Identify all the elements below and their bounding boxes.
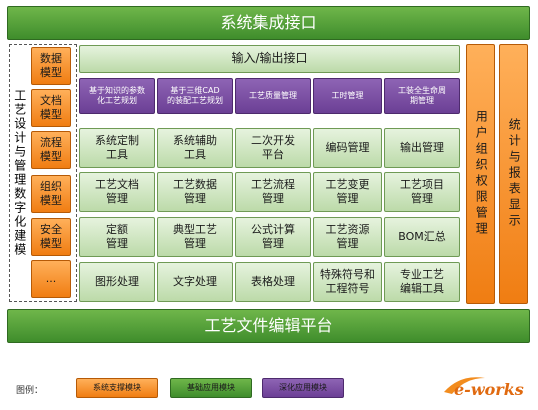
process-project-management: 工艺项目 管理 bbox=[384, 172, 460, 212]
organization-model-box: 组织 模型 bbox=[31, 175, 71, 213]
more-models-box: ... bbox=[31, 260, 71, 298]
document-model-box: 文档 模型 bbox=[31, 89, 71, 127]
eworks-logo: e-works bbox=[440, 372, 530, 404]
knowledge-param-process-planning: 基于知识的参数 化工艺规划 bbox=[79, 78, 155, 114]
process-data-management: 工艺数据 管理 bbox=[157, 172, 233, 212]
quota-management: 定额 管理 bbox=[79, 217, 155, 257]
professional-process-edit-tool: 专业工艺 编辑工具 bbox=[384, 262, 460, 302]
process-file-editing-platform: 工艺文件编辑平台 bbox=[7, 309, 530, 343]
output-management: 输出管理 bbox=[384, 128, 460, 168]
typical-process-management: 典型工艺 管理 bbox=[157, 217, 233, 257]
modeling-vertical-label: 工艺设计与管理数字化建模 bbox=[12, 89, 27, 257]
process-change-management: 工艺变更 管理 bbox=[313, 172, 382, 212]
system-auxiliary-tool: 系统辅助 工具 bbox=[157, 128, 233, 168]
data-model-box: 数据 模型 bbox=[31, 47, 71, 85]
formula-calc-management: 公式计算 管理 bbox=[235, 217, 311, 257]
statistics-report-display: 统计与报表显示 bbox=[499, 44, 528, 304]
legend-basic-module: 基础应用模块 bbox=[170, 378, 252, 398]
secondary-dev-platform: 二次开发 平台 bbox=[235, 128, 311, 168]
system-integration-banner: 系统集成接口 bbox=[7, 6, 530, 40]
legend-advanced-module: 深化应用模块 bbox=[262, 378, 344, 398]
system-integration-label: 系统集成接口 bbox=[220, 12, 317, 32]
work-hour-management: 工时管理 bbox=[313, 78, 382, 114]
text-processing: 文字处理 bbox=[157, 262, 233, 302]
modeling-group bbox=[9, 44, 77, 302]
3d-cad-assembly-planning: 基于三维CAD 的装配工艺规划 bbox=[157, 78, 233, 114]
process-quality-management: 工艺质量管理 bbox=[235, 78, 311, 114]
process-document-management: 工艺文档 管理 bbox=[79, 172, 155, 212]
system-customization-tool: 系统定制 工具 bbox=[79, 128, 155, 168]
bom-summary: BOM汇总 bbox=[384, 217, 460, 257]
legend-support-module: 系统支撑模块 bbox=[76, 378, 158, 398]
special-engineering-symbols: 特殊符号和 工程符号 bbox=[313, 262, 382, 302]
tooling-lifecycle-management: 工装全生命周 期管理 bbox=[384, 78, 460, 114]
io-interface-bar: 输入/输出接口 bbox=[79, 45, 460, 73]
security-model-box: 安全 模型 bbox=[31, 218, 71, 256]
legend-label: 图例： bbox=[16, 386, 44, 396]
user-org-permission-management: 用户组织权限管理 bbox=[466, 44, 495, 304]
process-resource-management: 工艺资源 管理 bbox=[313, 217, 382, 257]
process-flow-management: 工艺流程 管理 bbox=[235, 172, 311, 212]
eworks-swoosh-icon bbox=[444, 377, 485, 394]
eworks-logo-text: e-works bbox=[454, 380, 524, 399]
process-model-box: 流程 模型 bbox=[31, 131, 71, 169]
table-processing: 表格处理 bbox=[235, 262, 311, 302]
graphics-processing: 图形处理 bbox=[79, 262, 155, 302]
coding-management: 编码管理 bbox=[313, 128, 382, 168]
